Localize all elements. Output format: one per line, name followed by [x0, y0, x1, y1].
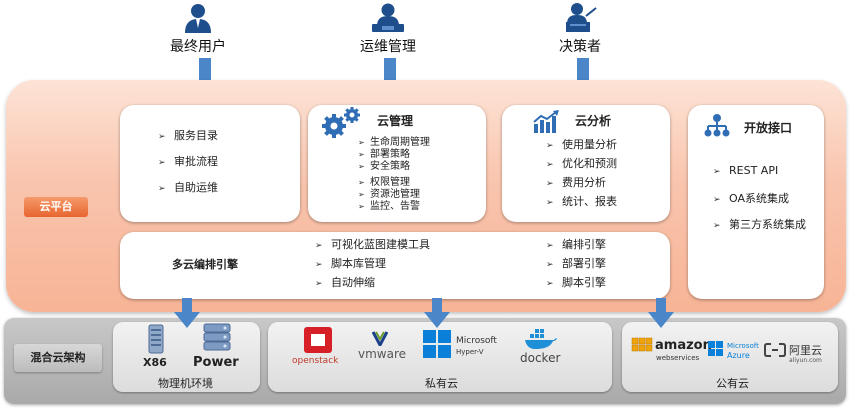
- cloud-analysis-title: 云分析: [575, 114, 612, 128]
- user-group-ops: 运维管理: [328, 2, 448, 56]
- bar-chart-icon: [533, 110, 559, 133]
- vmware-label: vmware: [358, 347, 407, 361]
- orchestration-card: [120, 232, 670, 299]
- service-catalog-item: ➢自助运维: [158, 181, 218, 194]
- aliyun-url-label: aliyun.com: [789, 357, 822, 364]
- cloud-analysis-item: ➢统计、报表: [546, 195, 617, 208]
- aliyun-logo-mark: [764, 343, 786, 357]
- docker-label: docker: [520, 351, 561, 365]
- user-label-ops: 运维管理: [360, 39, 416, 55]
- orchestration-item: ➢可视化蓝图建模工具: [315, 238, 430, 251]
- orchestration-item: ➢自动伸缩: [315, 276, 375, 289]
- engine-item: ➢编排引擎: [546, 238, 606, 251]
- open-api-item: ➢REST API: [713, 164, 779, 177]
- cloud-management-title: 云管理: [377, 114, 414, 128]
- cloud-analysis-item: ➢优化和预测: [546, 157, 617, 170]
- amazon-webservices-label: webservices: [656, 354, 700, 362]
- aliyun-label: 阿里云: [789, 344, 822, 357]
- cloud-management-item: ➢部署策略: [358, 149, 410, 160]
- user-icon: [185, 4, 211, 33]
- user-label-decision-maker: 决策者: [559, 39, 601, 55]
- private-cloud-label: 私有云: [425, 377, 458, 390]
- service-catalog-card: [120, 105, 300, 222]
- open-api-item: ➢OA系统集成: [713, 192, 789, 205]
- cloud-platform-tag: 云平台: [24, 197, 88, 217]
- public-cloud-label: 公有云: [716, 377, 749, 390]
- hierarchy-icon: [704, 114, 730, 137]
- presenter-icon: [566, 3, 597, 32]
- power-label: Power: [193, 355, 239, 370]
- cloud-management-item: ➢安全策略: [358, 161, 410, 172]
- amazon-label: amazon: [655, 338, 712, 353]
- hybrid-cloud-tag: 混合云架构: [14, 344, 102, 372]
- windows-azure-logo: [708, 341, 723, 356]
- docker-whale-icon: [525, 329, 557, 349]
- cloud-management-item: ➢权限管理: [358, 177, 410, 188]
- x86-label: X86: [143, 356, 167, 369]
- cloud-analysis-item: ➢使用量分析: [546, 138, 617, 151]
- hyperv-label: Hyper-V: [456, 348, 484, 356]
- open-api-item: ➢第三方系统集成: [713, 218, 806, 231]
- user-label-end-user: 最终用户: [170, 39, 226, 55]
- cloud-management-item: ➢生命周期管理: [358, 137, 430, 148]
- physical-machine-card: [113, 322, 260, 392]
- open-api-title: 开放接口: [744, 121, 793, 135]
- gears-icon: [322, 107, 360, 138]
- physical-machine-label: 物理机环境: [158, 377, 213, 390]
- arrow-down-public: [648, 298, 674, 328]
- azure-label: Azure: [727, 351, 750, 360]
- cloud-analysis-card: [502, 105, 670, 222]
- engine-item: ➢部署引擎: [546, 257, 606, 270]
- orchestration-item: ➢脚本库管理: [315, 257, 386, 270]
- azure-vendor-label: Microsoft: [727, 342, 759, 350]
- public-cloud-card: [622, 322, 838, 392]
- arrow-down-physical: [174, 298, 200, 328]
- open-api-card: [688, 105, 824, 299]
- engine-item: ➢脚本引擎: [546, 276, 606, 289]
- aws-boxes-icon: [631, 337, 653, 352]
- cloud-management-item: ➢资源池管理: [358, 189, 420, 200]
- server-rack-icon: [203, 323, 231, 351]
- service-catalog-item: ➢服务目录: [158, 129, 218, 142]
- vmware-logo-mark: [372, 331, 388, 346]
- arrow-down-private: [424, 298, 450, 328]
- windows-logo: [423, 330, 451, 358]
- openstack-label: openstack: [292, 356, 339, 366]
- user-group-end-user: 最终用户: [138, 2, 258, 56]
- cloud-management-item: ➢监控、告警: [358, 201, 420, 212]
- hyperv-vendor-label: Microsoft: [456, 336, 497, 346]
- operator-icon: [372, 3, 404, 32]
- service-catalog-item: ➢审批流程: [158, 155, 218, 168]
- user-group-decision-maker: 决策者: [520, 2, 640, 56]
- orchestration-title: 多云编排引擎: [172, 258, 238, 271]
- cloud-analysis-item: ➢费用分析: [546, 176, 606, 189]
- server-icon: [148, 324, 164, 354]
- openstack-logo: [304, 327, 332, 353]
